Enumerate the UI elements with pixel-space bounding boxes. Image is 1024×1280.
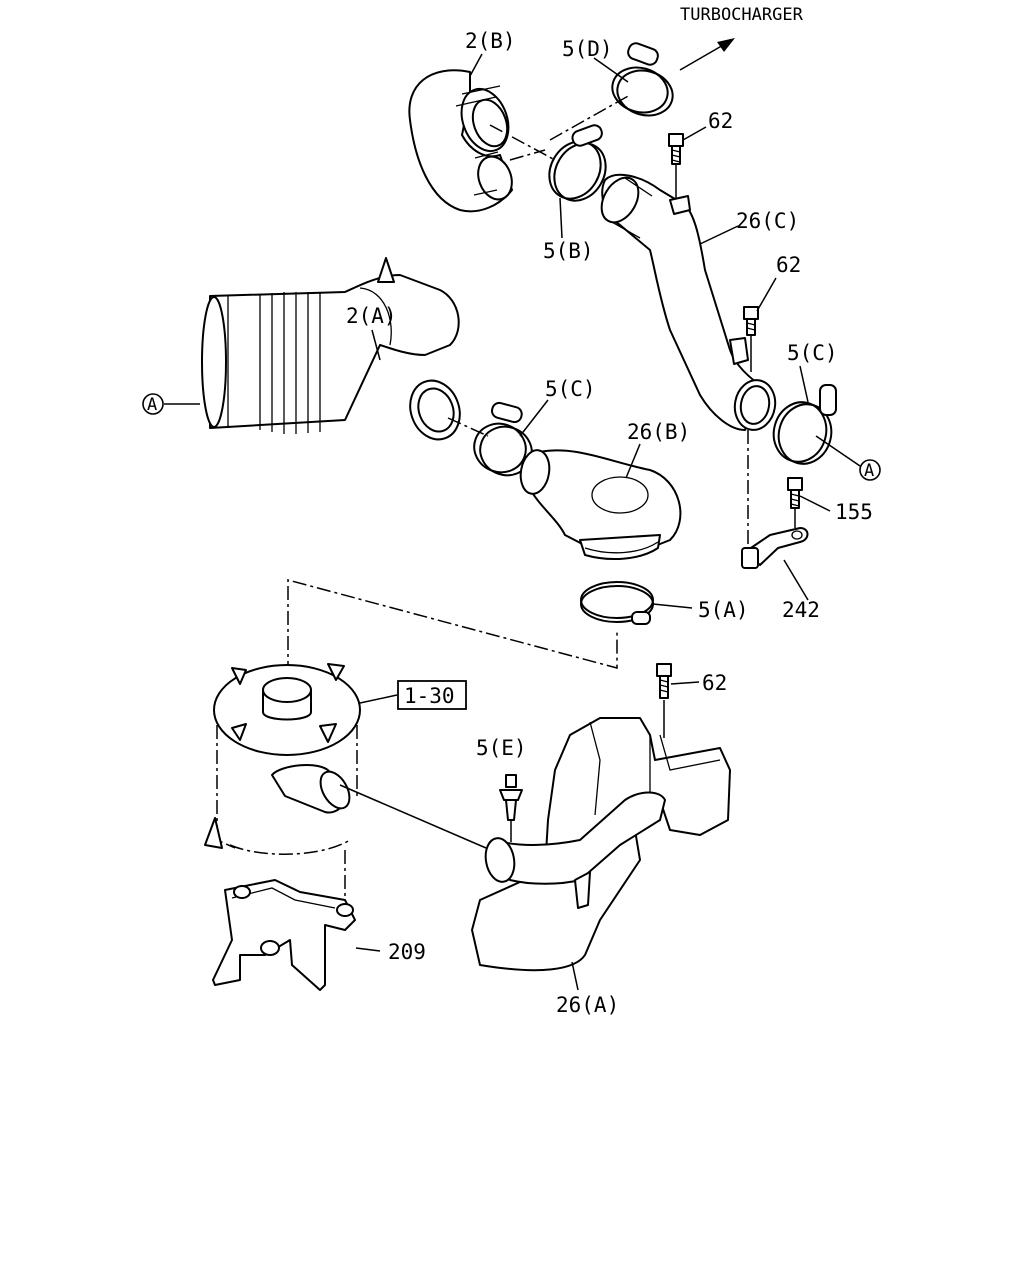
- callout-26c: 26(C): [736, 209, 799, 233]
- callout-5d: 5(D): [562, 37, 613, 61]
- svg-text:A: A: [864, 461, 874, 481]
- turbocharger-label: TURBOCHARGER: [680, 5, 804, 25]
- callout-242: 242: [782, 598, 820, 622]
- callout-5c-right: 5(C): [787, 341, 838, 365]
- svg-text:A: A: [147, 395, 157, 415]
- clip-5e: [499, 774, 523, 821]
- callout-5e: 5(E): [476, 736, 527, 760]
- duct-26b: [519, 449, 682, 560]
- bolt-62-low: [656, 663, 672, 699]
- callout-5a: 5(A): [698, 598, 749, 622]
- callout-5b: 5(B): [543, 239, 594, 263]
- hose-2a: [201, 257, 461, 441]
- callout-26b: 26(B): [627, 420, 690, 444]
- callout-62-top: 62: [708, 109, 733, 133]
- clamp-5a: [580, 581, 654, 625]
- hose-2b: [408, 69, 513, 213]
- reference-box-label: 1-30: [404, 684, 455, 708]
- bracket-209: [212, 879, 356, 991]
- callout-209: 209: [388, 940, 426, 964]
- connection-marker-right: A: [859, 459, 881, 481]
- callout-2b: 2(B): [465, 29, 516, 53]
- callout-26a: 26(A): [556, 993, 619, 1017]
- clamp-5b: [548, 124, 607, 202]
- callout-62-mid: 62: [776, 253, 801, 277]
- air-cleaner: [204, 663, 361, 855]
- callout-62-low: 62: [702, 671, 727, 695]
- hose-26c: [600, 173, 777, 431]
- bolt-62-mid: [743, 306, 759, 336]
- turbocharger-direction-arrow: [679, 38, 735, 71]
- reference-box-1-30: 1-30: [397, 680, 467, 710]
- callout-2a: 2(A): [346, 304, 397, 328]
- clamp-5d: [611, 42, 674, 117]
- resonator-26a: [471, 717, 731, 972]
- bolt-155: [787, 477, 803, 509]
- bracket-242: [741, 527, 809, 569]
- callout-5c-left: 5(C): [545, 377, 596, 401]
- clamp-5c-right: [772, 384, 837, 465]
- clamp-5c-left: [473, 401, 533, 477]
- connection-marker-left: A: [142, 393, 164, 415]
- bolt-62-top: [668, 133, 684, 165]
- callout-155: 155: [835, 500, 873, 524]
